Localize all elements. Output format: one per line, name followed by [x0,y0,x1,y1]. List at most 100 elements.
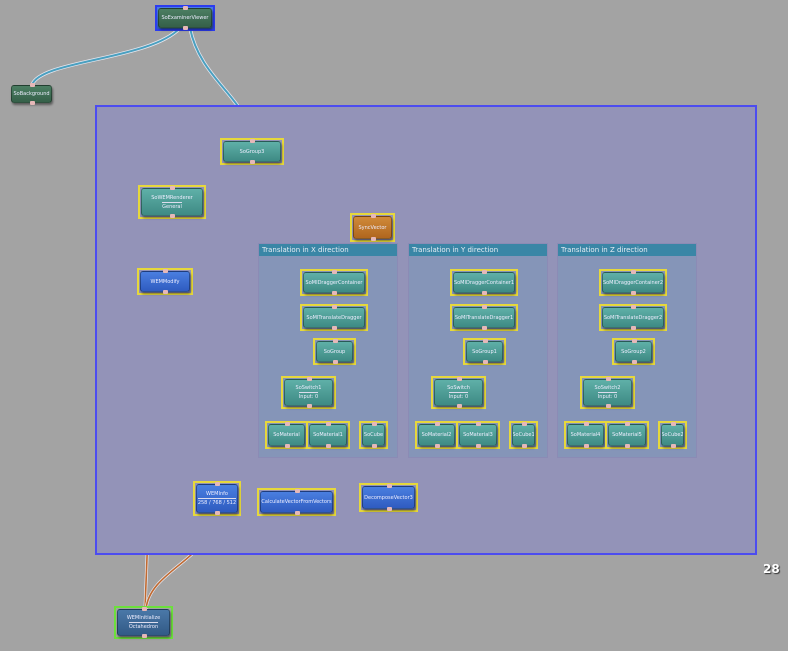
connector-port[interactable] [215,511,220,515]
connector-port[interactable] [482,360,488,364]
connector-port[interactable] [386,507,392,511]
connector-port[interactable] [605,377,611,381]
connector-port[interactable] [631,360,637,364]
node-label: WEMModify [150,278,180,285]
connector-port[interactable] [386,484,392,488]
so-material-node[interactable]: SoMaterial5 [608,424,646,446]
connector-port[interactable] [434,422,440,426]
connector-port[interactable] [284,422,290,426]
connector-port[interactable] [332,339,338,343]
connector-port[interactable] [521,422,527,426]
node-sublabel: Octahedron [128,622,159,630]
connector-port[interactable] [631,270,636,274]
connector-port[interactable] [625,444,630,448]
connector-port[interactable] [631,339,637,343]
connector-port[interactable] [163,290,168,294]
group3-node[interactable]: SoGroup3 [223,141,281,162]
so-cube-node[interactable]: SoCube2 [661,424,684,446]
connector-port[interactable] [631,326,636,330]
connector-port[interactable] [183,26,188,30]
node-label: SoMITranslateDragger1 [454,314,514,321]
calc-vector-node[interactable]: CalculateVectorFromVectors [260,491,333,513]
so-material-node[interactable]: SoMaterial2 [418,424,455,446]
translate-dragger-node[interactable]: SoMITranslateDragger1 [453,307,515,328]
connector-port[interactable] [163,269,168,273]
connector-port[interactable] [29,83,35,87]
connector-port[interactable] [583,422,589,426]
node-sublabel: 258 / 768 / 512 [197,498,237,506]
so-material-node[interactable]: SoMaterial1 [309,424,347,446]
node-label: SoMaterial4 [570,432,601,438]
connector-port[interactable] [434,444,440,448]
connector-port[interactable] [370,237,376,241]
connector-port[interactable] [476,444,481,448]
wem-modify-node[interactable]: WEMModify [140,271,190,292]
connector-port[interactable] [631,291,636,295]
connector-port[interactable] [521,444,527,448]
connector-port[interactable] [141,634,147,638]
connector-port[interactable] [670,444,676,448]
connector-port[interactable] [29,101,35,105]
examiner-viewer-node[interactable]: SoExaminerViewer [158,8,212,28]
connector-port[interactable] [605,404,611,408]
so-group-node[interactable]: SoGroup [316,341,353,362]
connector-port[interactable] [215,482,220,486]
dragger-container-node[interactable]: SoMIDraggerContainer [303,272,365,293]
connector-port[interactable] [625,422,630,426]
connector-port[interactable] [326,444,331,448]
connector-port[interactable] [294,511,300,515]
connector-port[interactable] [141,607,147,611]
connector-port[interactable] [306,377,312,381]
connector-port[interactable] [170,214,175,218]
so-cube-node[interactable]: SoCube1 [512,424,535,446]
connector-port[interactable] [583,444,589,448]
connector-port[interactable] [332,291,337,295]
connector-port[interactable] [294,489,300,493]
connector-port[interactable] [456,377,462,381]
connector-port[interactable] [332,270,337,274]
connector-port[interactable] [476,422,481,426]
decompose-vector-node[interactable]: DecomposeVector3 [362,486,415,509]
connector-port[interactable] [482,270,487,274]
subgroup-title: Translation in Z direction [558,244,696,256]
connector-port[interactable] [631,305,636,309]
connector-port[interactable] [326,422,331,426]
connector-port[interactable] [482,339,488,343]
connector-port[interactable] [183,6,188,10]
connector-port[interactable] [332,326,337,330]
connector-port[interactable] [371,422,377,426]
connector-port[interactable] [250,139,255,143]
connector-port[interactable] [332,305,337,309]
node-label: SoCube [363,432,384,438]
dragger-container-node[interactable]: SoMIDraggerContainer1 [453,272,515,293]
translate-dragger-node[interactable]: SoMITranslateDragger [303,307,365,328]
connector-port[interactable] [482,305,487,309]
connector-port[interactable] [482,326,487,330]
connector-port[interactable] [482,291,487,295]
connector-port[interactable] [370,214,376,218]
so-group-node[interactable]: SoGroup2 [615,341,652,362]
so-group-node[interactable]: SoGroup1 [466,341,503,362]
node-label: DecomposeVector3 [364,494,413,501]
so-material-node[interactable]: SoMaterial4 [567,424,604,446]
connector-port[interactable] [371,444,377,448]
connector-port[interactable] [170,186,175,190]
connector-port[interactable] [670,422,676,426]
connector-port[interactable] [250,160,255,164]
so-cube-node[interactable]: SoCube [362,424,385,446]
connector-port[interactable] [456,404,462,408]
connector-port[interactable] [306,404,312,408]
connector-port[interactable] [284,444,290,448]
connector-port[interactable] [332,360,338,364]
so-material-node[interactable]: SoMaterial3 [459,424,497,446]
so-material-node[interactable]: SoMaterial [268,424,305,446]
translate-dragger-node[interactable]: SoMITranslateDragger2 [602,307,664,328]
sync-vector-node[interactable]: SyncVector [353,216,392,239]
dragger-container-node[interactable]: SoMIDraggerContainer2 [602,272,664,293]
